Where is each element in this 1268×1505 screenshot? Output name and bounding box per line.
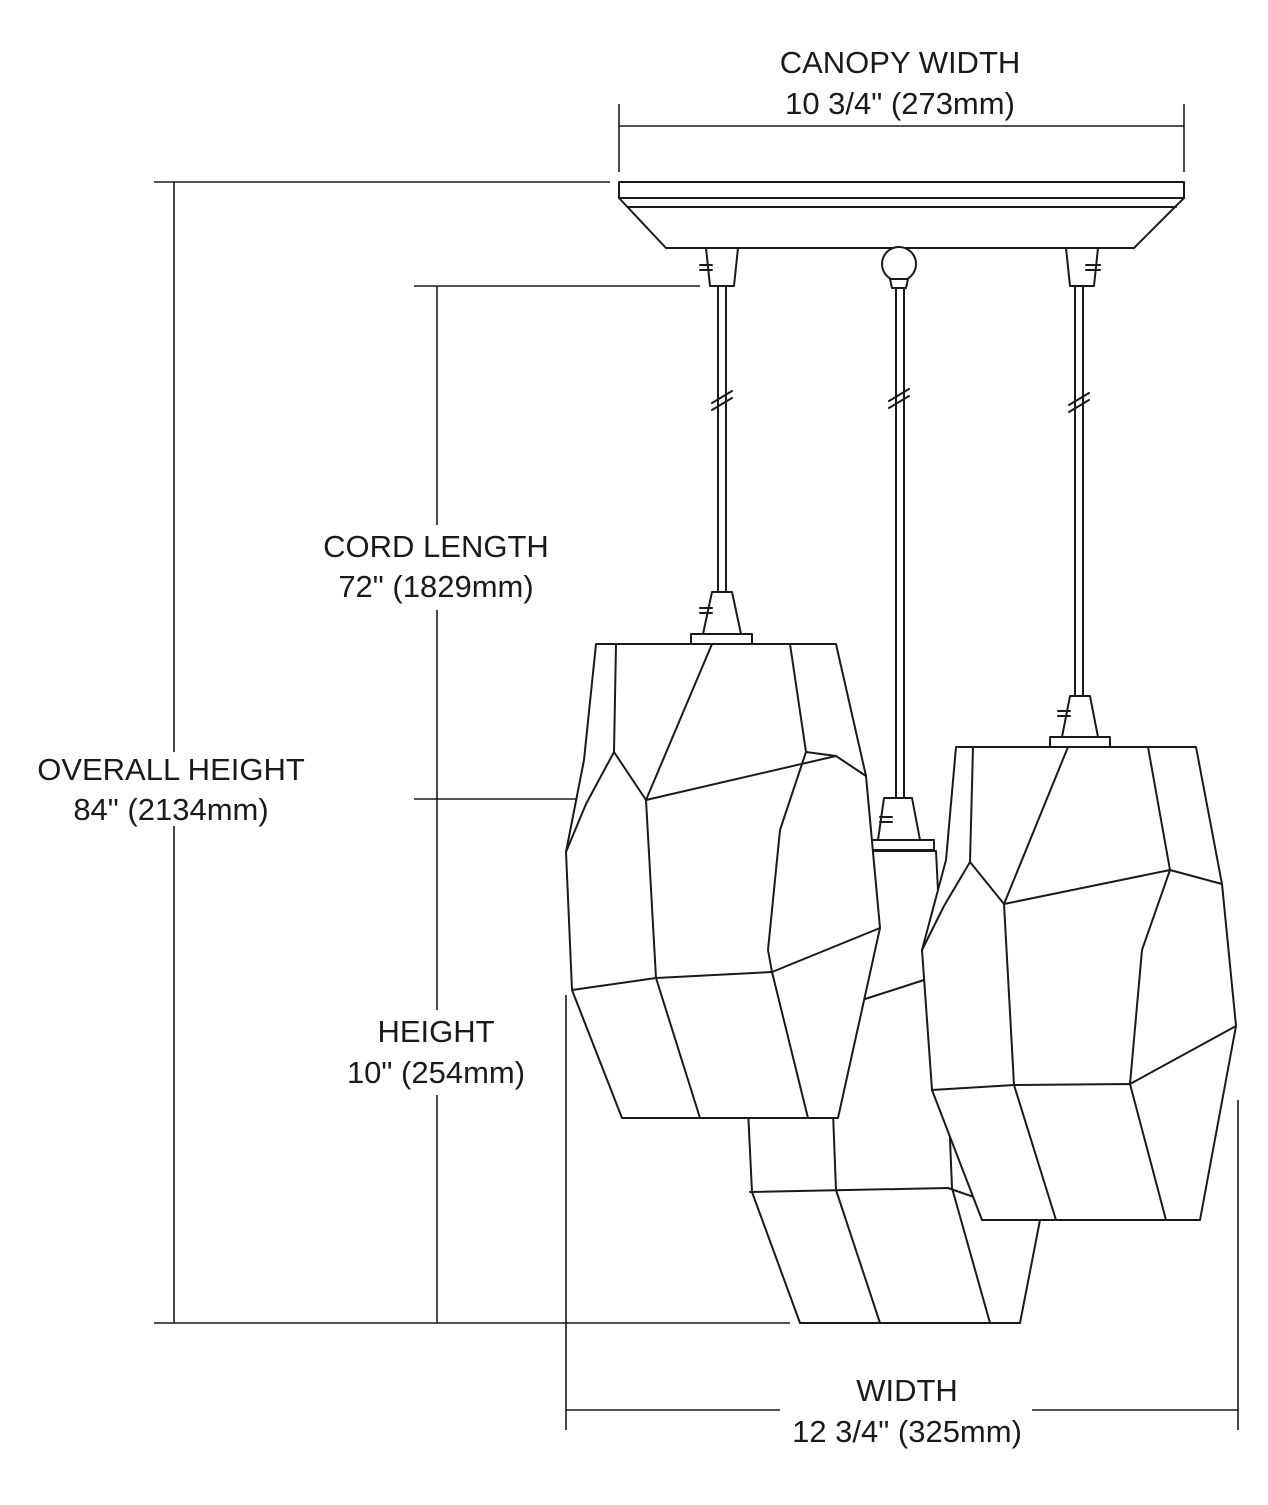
canopy-width-value: 10 3/4" (273mm)	[785, 86, 1015, 121]
width-value: 12 3/4" (325mm)	[792, 1414, 1022, 1449]
overall-height-value: 84" (2134mm)	[73, 792, 268, 827]
height-value: 10" (254mm)	[347, 1055, 525, 1090]
canopy	[618, 181, 1185, 249]
cord-length-dimension: CORD LENGTH 72" (1829mm)	[323, 285, 866, 1010]
pendant-left	[565, 247, 881, 1119]
overall-height-dimension: OVERALL HEIGHT 84" (2134mm)	[37, 181, 790, 1324]
height-dimension: HEIGHT 10" (254mm)	[347, 1014, 525, 1323]
canopy-width-dimension: CANOPY WIDTH 10 3/4" (273mm)	[618, 45, 1185, 172]
cord-length-title: CORD LENGTH	[323, 529, 549, 564]
width-dimension: WIDTH 12 3/4" (325mm)	[565, 995, 1239, 1449]
cord-length-value: 72" (1829mm)	[338, 569, 533, 604]
pendant-right	[921, 247, 1237, 1221]
canopy-width-title: CANOPY WIDTH	[780, 45, 1021, 80]
height-title: HEIGHT	[377, 1014, 494, 1049]
width-title: WIDTH	[856, 1373, 958, 1408]
overall-height-title: OVERALL HEIGHT	[37, 752, 305, 787]
